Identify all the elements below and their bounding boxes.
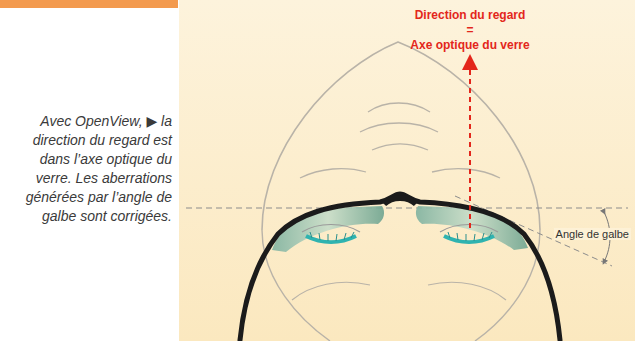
gaze-label: Direction du regard <box>415 8 526 22</box>
caption-text: Avec OpenView, ▶ la direction du regard … <box>6 112 172 226</box>
equals-sign: = <box>466 23 473 37</box>
angle-label: Angle de galbe <box>554 228 631 240</box>
axis-label: Axe optique du verre <box>410 38 529 52</box>
